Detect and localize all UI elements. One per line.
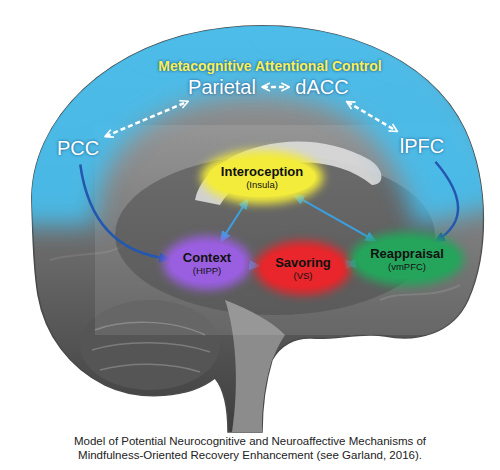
region-label: PCC (55, 137, 101, 160)
region-name: Parietal (188, 76, 256, 99)
curved-arrow (435, 162, 458, 241)
region-name: Interoception (221, 164, 303, 179)
region-name: Reappraisal (370, 246, 444, 261)
region-name: PCC (57, 137, 99, 160)
region-label: lPFC (398, 135, 446, 158)
region-label: dACC (293, 76, 350, 99)
region-oval: Savoring(VS) (262, 248, 344, 288)
dashed-connector (106, 102, 187, 137)
arrow-connector (249, 264, 257, 266)
arrow-connector (222, 201, 247, 240)
attention-glow (48, 46, 462, 225)
region-name: Context (183, 250, 231, 265)
structure-name: (Insula) (221, 179, 303, 190)
arrow-connector (296, 196, 374, 240)
curved-arrow (80, 164, 167, 258)
region-name: Savoring (275, 255, 331, 270)
structure-name: (HIPP) (183, 265, 231, 276)
structure-name: (vmPFC) (370, 261, 444, 272)
region-oval: Context(HIPP) (170, 243, 244, 283)
dashed-connector (263, 86, 288, 89)
figure-caption: Model of Potential Neurocognitive and Ne… (60, 434, 440, 462)
region-name: lPFC (400, 135, 444, 158)
region-label: Parietal (186, 76, 258, 99)
arrow-connector (348, 263, 353, 265)
system-label: Metacognitive Attentional Control (158, 58, 381, 74)
overlay-panel (95, 125, 485, 335)
brain-interior (48, 40, 485, 432)
structure-name: (VS) (275, 270, 331, 281)
region-oval: Reappraisal(vmPFC) (357, 239, 457, 279)
region-name: dACC (295, 76, 348, 99)
dashed-connector (347, 102, 396, 131)
region-oval: Interoception(Insula) (208, 157, 316, 197)
